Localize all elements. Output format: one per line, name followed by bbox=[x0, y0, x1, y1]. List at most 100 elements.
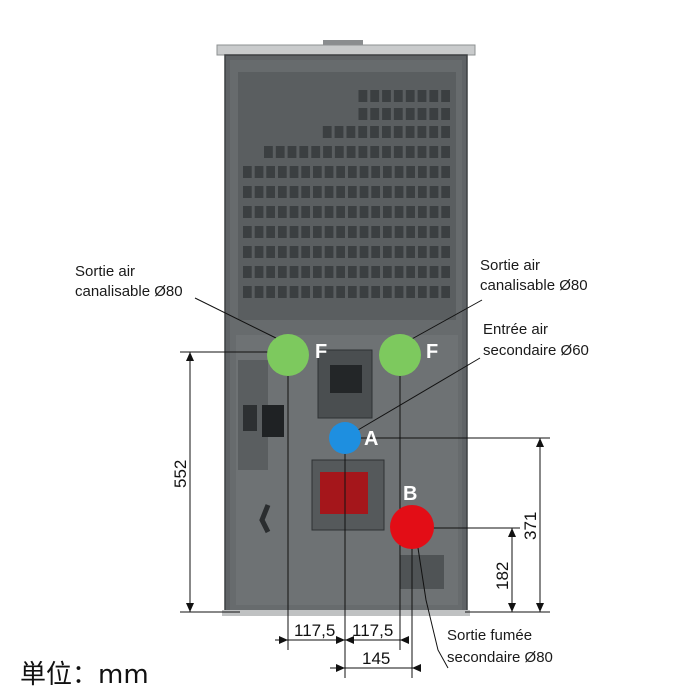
grille-slat bbox=[278, 286, 287, 298]
grille-slat bbox=[406, 166, 415, 178]
leader-F-right bbox=[409, 299, 483, 341]
leader-F-left bbox=[194, 297, 281, 341]
base-strip bbox=[222, 610, 470, 616]
grille-slat bbox=[405, 108, 415, 120]
grille-slat bbox=[405, 126, 415, 138]
grille-slat bbox=[266, 186, 275, 198]
arrow-371-top bbox=[536, 438, 544, 447]
grille-slat bbox=[394, 226, 404, 238]
dimension-lines bbox=[180, 297, 550, 678]
grille-slat bbox=[429, 246, 439, 258]
grille-slat bbox=[406, 186, 415, 198]
grille-slat bbox=[289, 206, 299, 218]
grille-slat bbox=[266, 266, 275, 278]
grille-slat bbox=[266, 226, 275, 238]
grille-slat bbox=[287, 146, 297, 158]
grille-slat bbox=[418, 226, 427, 238]
grille-slat bbox=[336, 166, 345, 178]
grille-slat bbox=[346, 126, 356, 138]
grille-slat bbox=[358, 108, 368, 120]
grille-slat bbox=[243, 286, 252, 298]
flue-B-circle bbox=[390, 505, 434, 549]
grille-slat bbox=[429, 146, 439, 158]
power-cable bbox=[259, 504, 271, 534]
arrow-145-right bbox=[412, 664, 421, 672]
grille-slat bbox=[406, 246, 415, 258]
grille-slat bbox=[278, 166, 287, 178]
grille-slat bbox=[278, 246, 287, 258]
grille-slat bbox=[429, 126, 439, 138]
grille-slat bbox=[243, 226, 252, 238]
arrow-145-left bbox=[336, 664, 345, 672]
grille-slat bbox=[417, 90, 427, 102]
grille-slat bbox=[264, 146, 273, 158]
grille-slat bbox=[383, 186, 392, 198]
grille-slat bbox=[336, 246, 345, 258]
grille-slat bbox=[441, 146, 450, 158]
arrow-552-top bbox=[186, 352, 194, 361]
grille-slat bbox=[336, 206, 345, 218]
grille-slat bbox=[254, 266, 264, 278]
grille-slat bbox=[324, 186, 334, 198]
grille-slat bbox=[289, 266, 299, 278]
label-outlet-right-line1: Sortie air bbox=[480, 257, 540, 274]
grille-slat bbox=[370, 126, 379, 138]
label-intake-line1: Entrée air bbox=[483, 321, 548, 338]
grille-slat bbox=[441, 266, 450, 278]
grille-slat bbox=[358, 90, 368, 102]
grille-slat bbox=[324, 226, 334, 238]
grille-slat bbox=[429, 206, 439, 218]
arrow-371-bottom bbox=[536, 603, 544, 612]
grille-slat bbox=[243, 186, 252, 198]
grille-slat bbox=[393, 126, 403, 138]
intake-A-circle bbox=[329, 422, 361, 454]
grille-slat bbox=[301, 186, 310, 198]
grille-slat bbox=[336, 286, 345, 298]
grille-slat bbox=[417, 108, 427, 120]
fan-opening bbox=[330, 365, 362, 393]
grille-slat bbox=[336, 226, 345, 238]
grille-slat bbox=[394, 186, 404, 198]
upper-grille bbox=[238, 72, 456, 320]
grille-slat bbox=[348, 226, 357, 238]
dim-value-117-5-left: 117,5 bbox=[294, 621, 335, 640]
grille-slat bbox=[382, 90, 391, 102]
grille-slat bbox=[243, 166, 252, 178]
grille-slat bbox=[371, 286, 380, 298]
grille-slat bbox=[441, 206, 450, 218]
grille-slat bbox=[358, 126, 368, 138]
grille-slat bbox=[441, 126, 450, 138]
label-outlet-left-line1: Sortie air bbox=[75, 263, 135, 280]
grille-slat bbox=[405, 146, 415, 158]
grille-slat bbox=[301, 266, 310, 278]
grille-slat bbox=[289, 226, 299, 238]
grille-slat bbox=[383, 246, 392, 258]
grille-slat bbox=[348, 246, 357, 258]
grille-slat bbox=[393, 146, 403, 158]
arrow-117-right-b bbox=[400, 636, 409, 644]
grille-slat bbox=[289, 166, 299, 178]
grille-slat bbox=[348, 266, 357, 278]
leader-B bbox=[417, 547, 449, 669]
grille-slat bbox=[336, 186, 345, 198]
grille-slat bbox=[371, 246, 380, 258]
label-outlet-right-line2: canalisable Ø80 bbox=[480, 277, 588, 294]
grille-slat bbox=[371, 266, 380, 278]
grille-slat bbox=[359, 286, 369, 298]
grille-slat bbox=[324, 206, 334, 218]
grille-slat bbox=[323, 146, 332, 158]
grille-slat bbox=[359, 166, 369, 178]
label-flue-line2: secondaire Ø80 bbox=[447, 649, 553, 666]
label-flue-line1: Sortie fumée bbox=[447, 627, 532, 644]
dim-value-145: 145 bbox=[362, 649, 390, 668]
arrowheads bbox=[186, 352, 544, 672]
connections bbox=[267, 334, 434, 549]
grille-slat bbox=[418, 246, 427, 258]
dim-value-552: 552 bbox=[171, 460, 190, 488]
grille-slat bbox=[406, 206, 415, 218]
grille-slat bbox=[348, 286, 357, 298]
grille-slat bbox=[382, 126, 391, 138]
label-outlet-left-line2: canalisable Ø80 bbox=[75, 283, 183, 300]
grille-slat bbox=[418, 166, 427, 178]
grille-slat bbox=[429, 166, 439, 178]
